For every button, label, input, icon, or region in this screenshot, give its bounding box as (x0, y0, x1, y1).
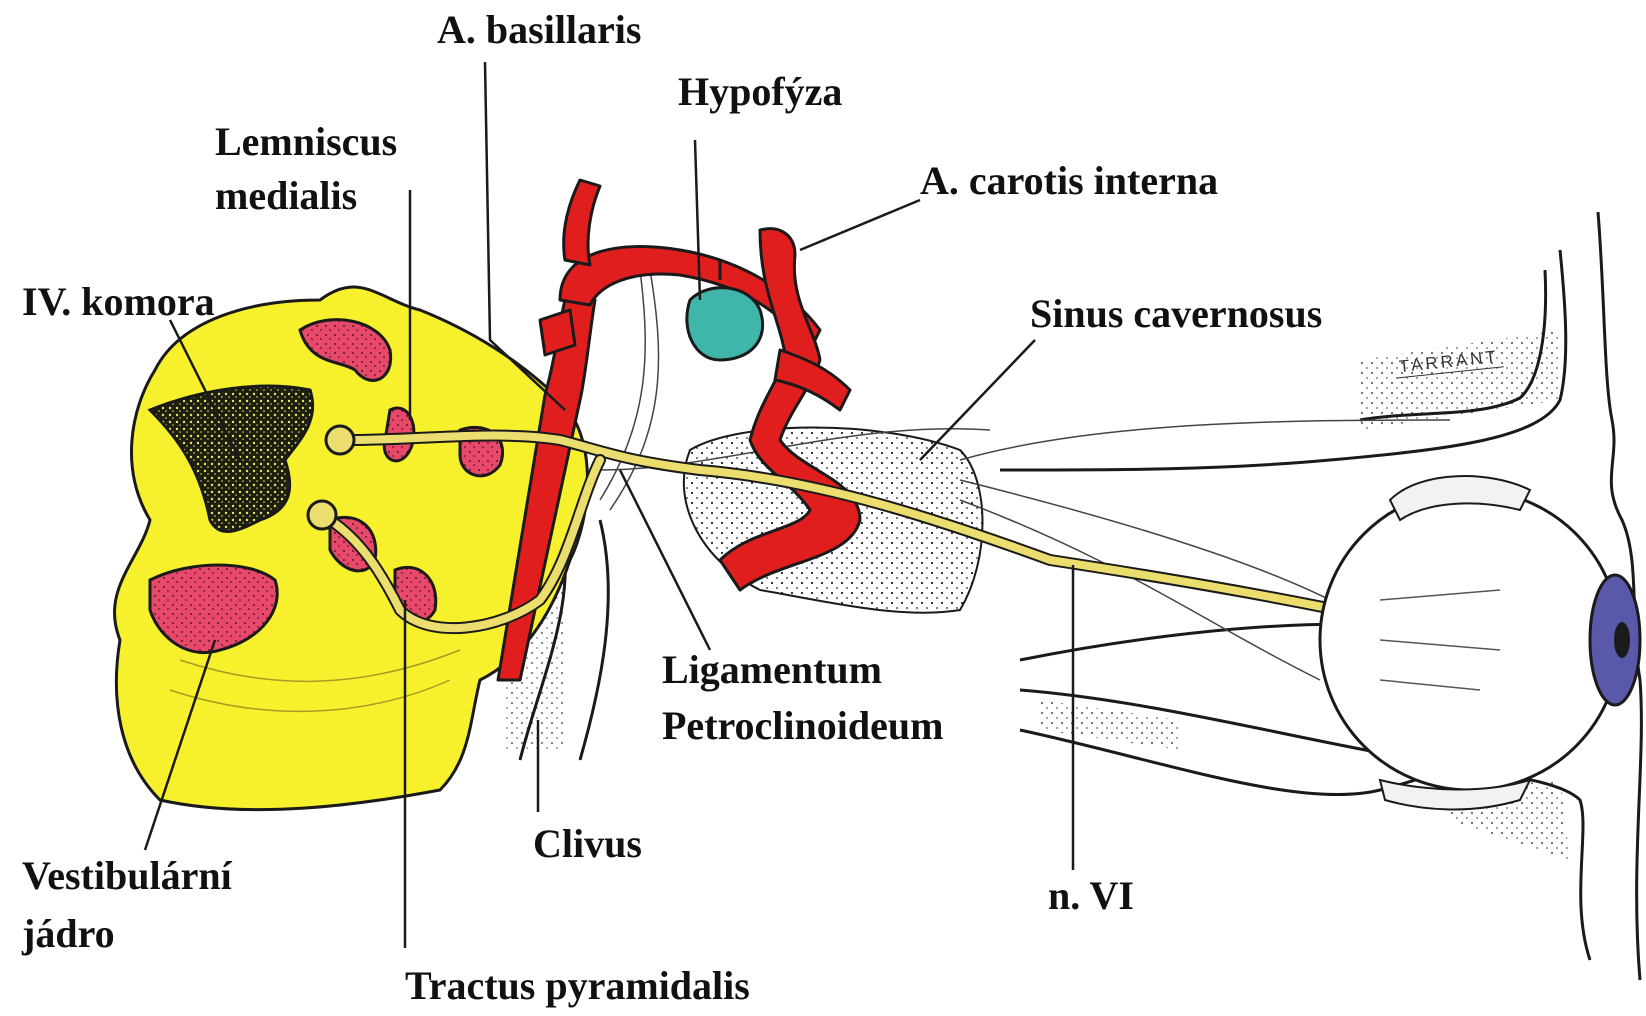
label-lemniscus-line2: medialis (215, 172, 357, 220)
label-ligamentum-line1: Ligamentum (662, 646, 882, 694)
label-ligamentum-line2: Petroclinoideum (662, 702, 943, 750)
label-hypofyza: Hypofýza (678, 68, 842, 116)
artery-stub-left (540, 310, 575, 355)
label-iv-komora: IV. komora (22, 278, 215, 326)
hypophysis (687, 288, 763, 360)
label-sinus-cavernosus: Sinus cavernosus (1030, 290, 1322, 338)
pupil (1614, 622, 1630, 658)
label-a-basillaris: A. basillaris (437, 6, 641, 54)
label-vestibularni-line2: jádro (22, 910, 115, 958)
label-clivus: Clivus (533, 820, 642, 868)
nerve-origin-lower (308, 501, 336, 529)
leader-carotis (800, 200, 920, 250)
eyeball (1320, 476, 1640, 809)
label-tractus-pyramidalis: Tractus pyramidalis (405, 962, 750, 1010)
label-lemniscus-line1: Lemniscus (215, 118, 397, 166)
label-vestibularni-line1: Vestibulární (22, 852, 232, 900)
nerve-origin-upper (326, 426, 354, 454)
label-n-vi: n. VI (1048, 872, 1134, 920)
leader-cavernosus (920, 340, 1035, 460)
label-a-carotis-interna: A. carotis interna (920, 157, 1218, 205)
